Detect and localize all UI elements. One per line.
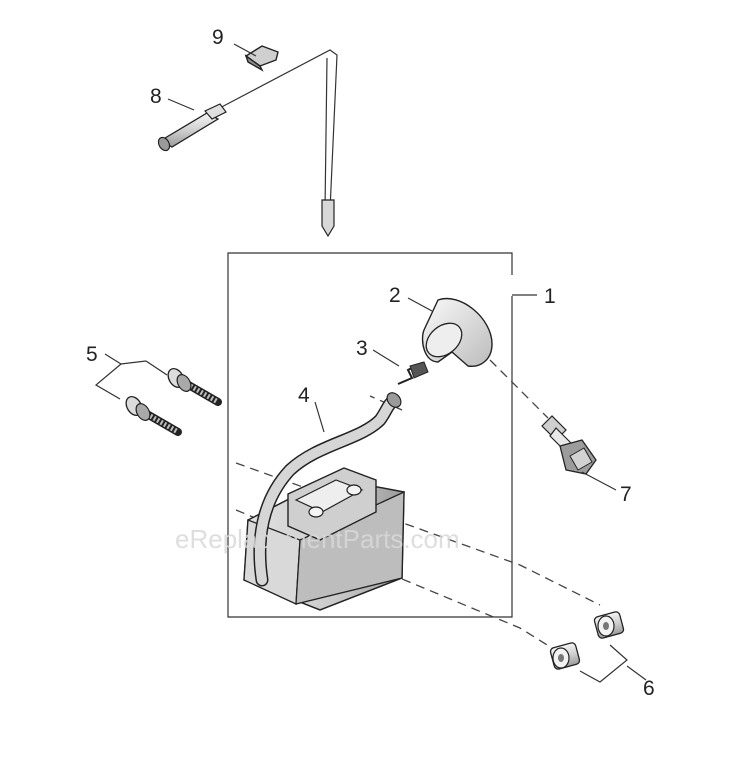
callout-5: 5 xyxy=(86,343,98,366)
spacer-upper xyxy=(593,611,625,639)
spark-plug-cap-part xyxy=(421,297,493,367)
callout-9: 9 xyxy=(212,26,224,49)
callout-8: 8 xyxy=(150,85,162,108)
callout-6: 6 xyxy=(643,677,655,700)
callouts: 9 8 1 2 3 5 4 7 6 xyxy=(86,26,655,700)
callout-1: 1 xyxy=(544,285,556,308)
callout-4: 4 xyxy=(298,384,310,407)
callout-2: 2 xyxy=(389,284,401,307)
wire-clip-part xyxy=(244,45,279,72)
bolt-lower xyxy=(125,396,182,436)
spring-part xyxy=(397,361,429,385)
spacer-lower xyxy=(549,642,581,670)
watermark: eReplacementParts.com xyxy=(175,524,460,554)
leader-lines xyxy=(94,43,647,683)
spark-plug-part xyxy=(541,415,597,475)
ignition-coil-part xyxy=(243,392,405,611)
stop-wire-part xyxy=(157,49,338,238)
bolt-upper xyxy=(167,368,222,406)
callout-7: 7 xyxy=(620,483,632,506)
bolts-part xyxy=(125,368,222,436)
spacers-part xyxy=(549,611,625,670)
assembly-frame xyxy=(227,252,537,618)
callout-3: 3 xyxy=(356,337,368,360)
